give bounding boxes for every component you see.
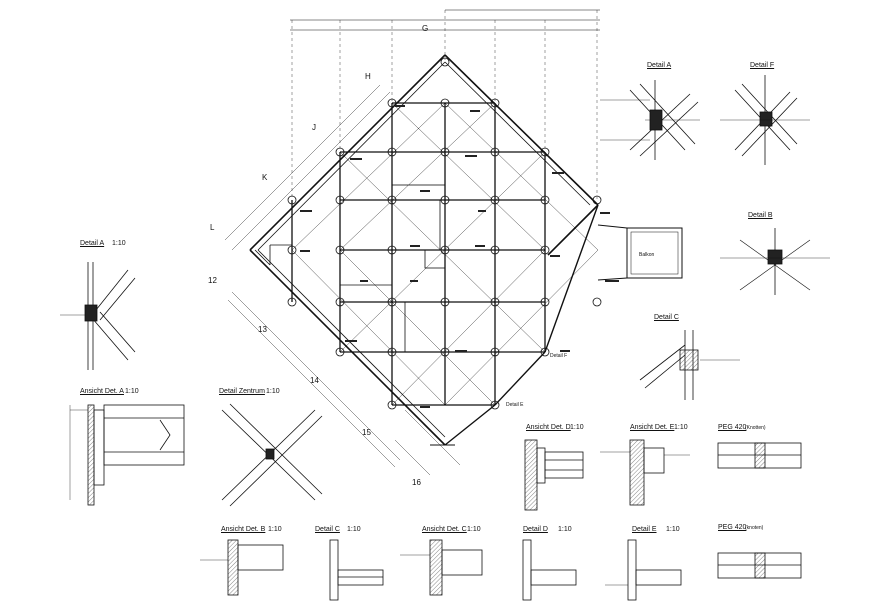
bracing-diagonals <box>291 102 599 406</box>
detail-a-top-drawing <box>600 80 700 160</box>
outer-square-walls <box>249 54 599 446</box>
ansicht-det-e-scale: 1:10 <box>674 424 688 431</box>
grid-axis-h: H <box>365 72 371 81</box>
grid-axis-16: 16 <box>412 478 421 487</box>
detail-zentrum-title: Detail Zentrum <box>219 388 265 395</box>
lower-right-edge <box>444 204 599 446</box>
ansicht-det-c-scale: 1:10 <box>467 526 481 533</box>
top-dimension-lines <box>290 9 600 200</box>
ansicht-det-a-scale: 1:10 <box>125 388 139 395</box>
detail-c-right-title: Detail C <box>654 314 679 321</box>
peg-420-top-note: (Knotten) <box>745 425 766 431</box>
ansicht-det-b-drawing <box>200 539 284 596</box>
inner-grid <box>291 102 546 406</box>
detail-e-title: Detail E <box>632 526 657 533</box>
ansicht-det-d-title: Ansicht Det. D <box>526 424 571 431</box>
detail-c-bottom-title: Detail C <box>315 526 340 533</box>
grid-axis-l: L <box>210 223 215 232</box>
detail-a-left-scale: 1:10 <box>112 240 126 247</box>
detail-f-tag: Detail F <box>550 353 568 359</box>
peg-420-bottom-drawing <box>717 552 802 579</box>
grid-axis-13: 13 <box>258 325 267 334</box>
balkon-label: Balkon <box>639 252 655 258</box>
inner-rooms <box>254 184 446 353</box>
detail-a-left-title: Detail A <box>80 240 105 247</box>
detail-f-title: Detail F <box>750 62 775 69</box>
balcony <box>597 224 683 281</box>
ansicht-det-a-title: Ansicht Det. A <box>80 388 124 395</box>
ansicht-det-b-title: Ansicht Det. B <box>221 526 266 533</box>
detail-e-scale: 1:10 <box>666 526 680 533</box>
peg-420-top-drawing <box>717 442 802 469</box>
ansicht-det-e-title: Ansicht Det. E <box>630 424 675 431</box>
ansicht-det-d-scale: 1:10 <box>570 424 584 431</box>
detail-c-bottom-drawing <box>329 539 384 601</box>
ansicht-det-d-drawing <box>524 439 584 511</box>
column-nodes <box>287 57 602 410</box>
detail-b-title: Detail B <box>748 212 773 219</box>
detail-d-scale: 1:10 <box>558 526 572 533</box>
main-floor-plan <box>224 9 683 476</box>
detail-b-drawing <box>720 228 830 295</box>
peg-420-bottom-note: (knoten) <box>745 525 764 531</box>
grid-axis-k: K <box>262 173 268 182</box>
grid-axis-15: 15 <box>362 428 371 437</box>
detail-zentrum-scale: 1:10 <box>266 388 280 395</box>
ansicht-det-e-drawing <box>600 439 690 506</box>
detail-e-drawing <box>605 539 682 601</box>
detail-zentrum-drawing <box>221 403 323 507</box>
ansicht-det-a-drawing <box>69 404 185 506</box>
ansicht-det-c-drawing <box>400 539 483 596</box>
grid-axis-g: G <box>422 24 429 33</box>
detail-d-drawing <box>522 539 577 601</box>
detail-e-tag: Detail E <box>506 402 524 408</box>
ansicht-det-c-title: Ansicht Det. C <box>422 526 467 533</box>
detail-d-title: Detail D <box>523 526 548 533</box>
detail-a-top-title: Detail A <box>647 62 672 69</box>
grid-axis-14: 14 <box>310 376 319 385</box>
ansicht-det-b-scale: 1:10 <box>268 526 282 533</box>
detail-f-drawing <box>720 75 810 165</box>
grid-axis-12: 12 <box>208 276 217 285</box>
left-dimension-lines <box>224 84 401 468</box>
detail-a-left-drawing <box>60 262 136 370</box>
detail-c-bottom-scale: 1:10 <box>347 526 361 533</box>
peg-420-top-title: PEG 420 <box>718 424 747 431</box>
peg-420-bottom-title: PEG 420 <box>718 524 747 531</box>
member-annotations <box>300 105 619 408</box>
grid-axis-j: J <box>312 123 316 132</box>
detail-c-right-drawing <box>639 330 740 400</box>
